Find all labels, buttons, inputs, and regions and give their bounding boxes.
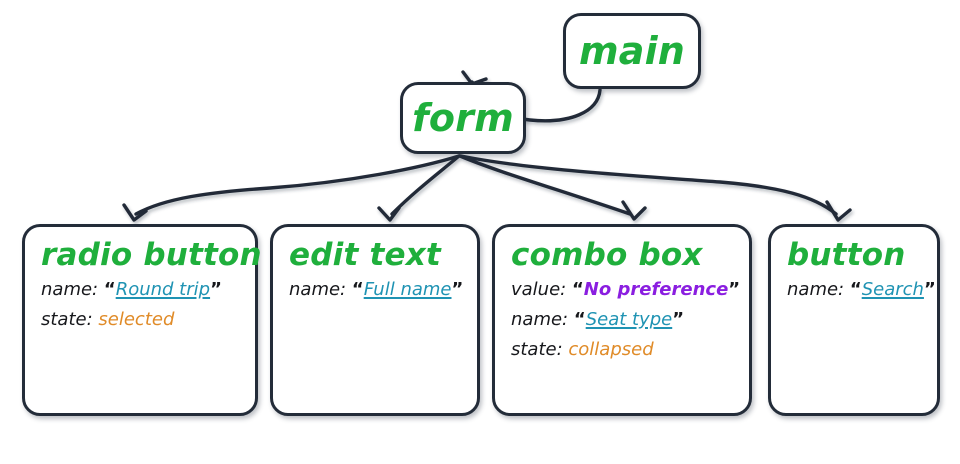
- node-combo-box[interactable]: combo box value: “No preference”name: “S…: [492, 224, 752, 416]
- node-button-properties: name: “Search”: [787, 278, 936, 300]
- edge-form-to-radio-button: [134, 154, 461, 216]
- node-edit-text-properties: name: “Full name”: [289, 278, 464, 300]
- edge-form-to-combo-box-arrowhead: [621, 200, 647, 221]
- node-form-title: form: [412, 96, 514, 140]
- property-value-value: No preference: [583, 278, 729, 300]
- property-row: state: selected: [41, 308, 241, 330]
- property-key: name:: [511, 308, 574, 330]
- property-value-state: selected: [98, 308, 175, 330]
- property-row: name: “Search”: [787, 278, 936, 300]
- property-row: name: “Round trip”: [41, 278, 241, 300]
- quote-open: “: [351, 278, 364, 300]
- node-radio-button-properties: name: “Round trip” state: selected: [41, 278, 241, 330]
- quote-close: ”: [728, 278, 741, 300]
- property-row: name: “Full name”: [289, 278, 464, 300]
- property-key: state:: [41, 308, 99, 330]
- property-value-name: Search: [861, 278, 924, 300]
- property-row: name: “Seat type”: [511, 308, 735, 330]
- quote-close: ”: [210, 278, 222, 300]
- quote-open: “: [573, 308, 586, 330]
- node-edit-text-title: edit text: [289, 237, 441, 273]
- node-combo-box-properties: value: “No preference”name: “Seat type”s…: [511, 278, 740, 360]
- edge-form-to-button: [459, 154, 838, 216]
- node-form[interactable]: form: [400, 82, 526, 154]
- property-key: state:: [511, 338, 569, 360]
- node-main[interactable]: main: [563, 13, 701, 89]
- edge-form-to-button-arrowhead: [825, 200, 852, 222]
- property-key: name:: [289, 278, 352, 300]
- quote-open: “: [849, 278, 862, 300]
- quote-close: ”: [451, 278, 464, 300]
- quote-close: ”: [672, 308, 685, 330]
- edge-form-to-combo-box: [458, 154, 632, 216]
- quote-close: ”: [923, 278, 936, 300]
- quote-open: “: [103, 278, 116, 300]
- property-value-name: Full name: [363, 278, 452, 300]
- node-combo-box-title: combo box: [511, 237, 703, 273]
- edge-form-to-edit-text: [390, 154, 461, 216]
- property-key: name:: [41, 278, 104, 300]
- property-row: value: “No preference”: [511, 278, 740, 300]
- node-radio-button[interactable]: radio button name: “Round trip” state: se…: [22, 224, 262, 416]
- property-value-name: Seat type: [585, 308, 673, 330]
- property-row: state: collapsed: [511, 338, 735, 360]
- property-key: name:: [787, 278, 850, 300]
- node-edit-text[interactable]: edit text name: “Full name”: [270, 224, 480, 416]
- property-value-name: Round trip: [115, 278, 211, 300]
- edge-form-to-radio-button-arrowhead: [122, 203, 148, 222]
- property-value-state: collapsed: [568, 338, 654, 360]
- property-key: value:: [511, 278, 572, 300]
- edge-form-to-edit-text-arrowhead: [377, 206, 401, 222]
- node-main-title: main: [578, 29, 686, 73]
- node-button-title: button: [787, 237, 906, 273]
- node-radio-button-title: radio button: [41, 237, 262, 273]
- quote-open: “: [571, 278, 584, 300]
- node-button[interactable]: button name: “Search”: [768, 224, 940, 416]
